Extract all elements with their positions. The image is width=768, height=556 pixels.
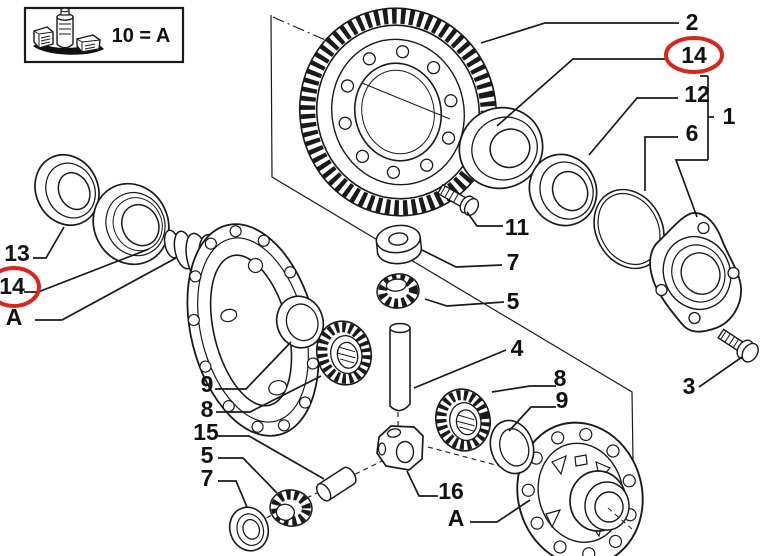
callout-9-botright: 9 xyxy=(556,387,569,413)
callout-6: 6 xyxy=(686,120,699,146)
pinion-5-bottom xyxy=(269,489,313,527)
leader-bracket-1 xyxy=(674,75,714,218)
callout-14-top: 14 xyxy=(681,42,707,68)
callout-2: 2 xyxy=(686,9,699,35)
bolt-3 xyxy=(717,328,759,363)
leader-11 xyxy=(466,211,503,227)
callout-12: 12 xyxy=(684,81,710,107)
highlight-circle-14-top xyxy=(664,36,724,74)
leader-A-bottom xyxy=(470,499,531,523)
case-half-A xyxy=(516,421,644,556)
cover-bolt-holes xyxy=(655,221,740,325)
block-16 xyxy=(376,425,424,471)
leader-4 xyxy=(413,349,507,389)
gear-axis-line xyxy=(361,82,451,120)
bearing-13 xyxy=(34,153,100,227)
washer-9-mid xyxy=(275,295,325,349)
bearing-14-left xyxy=(92,182,170,266)
callout-7-botleft: 7 xyxy=(201,465,214,491)
bearing-12 xyxy=(528,153,598,227)
callout-labels: 2 14 12 1 6 11 7 5 4 3 13 14 A 9 8 15 5 … xyxy=(0,9,736,531)
gear-bolt-holes xyxy=(338,45,458,179)
callout-A-left: A xyxy=(6,304,23,330)
leader-6 xyxy=(644,136,678,191)
leader-2 xyxy=(480,22,679,44)
leader-5-botleft xyxy=(218,457,278,494)
leader-13 xyxy=(33,226,65,259)
leader-16 xyxy=(406,470,438,497)
spline-hatch xyxy=(457,414,475,432)
leader-15 xyxy=(218,435,325,480)
sealant-kit-icon xyxy=(33,7,101,53)
callout-8-botleft: 8 xyxy=(201,396,214,422)
leader-5-mid xyxy=(424,298,505,307)
leader-9-botright xyxy=(508,406,556,432)
callout-13: 13 xyxy=(4,240,30,266)
callout-14-left: 14 xyxy=(0,273,25,299)
callout-7-mid: 7 xyxy=(507,249,520,275)
leader-A-left xyxy=(35,257,177,321)
leader-3 xyxy=(698,356,743,388)
callout-16: 16 xyxy=(438,478,464,504)
leader-8-botleft xyxy=(216,375,322,413)
cover-1 xyxy=(649,212,742,333)
callout-A-bottom: A xyxy=(448,505,465,531)
leader-7-botleft xyxy=(218,480,248,508)
washer-9-bottom xyxy=(489,419,535,475)
callout-1: 1 xyxy=(723,103,736,129)
spline-hatch xyxy=(337,346,356,364)
ring-gear xyxy=(298,7,498,217)
pinion-5-mid xyxy=(376,273,420,309)
gear-teeth xyxy=(300,8,496,216)
differential-case xyxy=(163,223,320,437)
bolt-11 xyxy=(436,183,480,217)
side-gear-8-mid xyxy=(315,320,373,386)
axis-pinion-lower-left xyxy=(249,459,385,527)
callout-15: 15 xyxy=(193,419,219,445)
callout-9-botleft: 9 xyxy=(201,371,214,397)
callout-5-botleft: 5 xyxy=(201,442,214,468)
legend-box: 10 = A xyxy=(23,6,185,64)
leader-14-left xyxy=(24,248,150,293)
leader-7-mid xyxy=(421,249,503,268)
pin-15 xyxy=(316,466,357,502)
pinion-shaft-4 xyxy=(389,322,411,412)
leader-14-top xyxy=(496,58,667,127)
washer-7-bottom xyxy=(228,506,270,552)
leader-12 xyxy=(588,97,678,156)
callout-3: 3 xyxy=(683,373,696,399)
highlight-circle-14-left xyxy=(0,266,41,308)
pinion-8-bottom xyxy=(435,388,491,452)
bearing-14-right xyxy=(458,106,544,190)
leader-8-botright xyxy=(491,385,556,393)
legend-formula: 10 = A xyxy=(112,25,171,47)
leader-9-botleft xyxy=(215,341,292,390)
callout-8-botright: 8 xyxy=(554,365,567,391)
callout-4: 4 xyxy=(511,335,524,361)
callout-11: 11 xyxy=(505,214,530,240)
callout-5-mid: 5 xyxy=(507,288,520,314)
axis-to-hub xyxy=(427,446,553,481)
washer-7-mid xyxy=(375,224,423,265)
o-ring-6 xyxy=(593,188,665,270)
hub-rim-holes xyxy=(521,427,637,556)
